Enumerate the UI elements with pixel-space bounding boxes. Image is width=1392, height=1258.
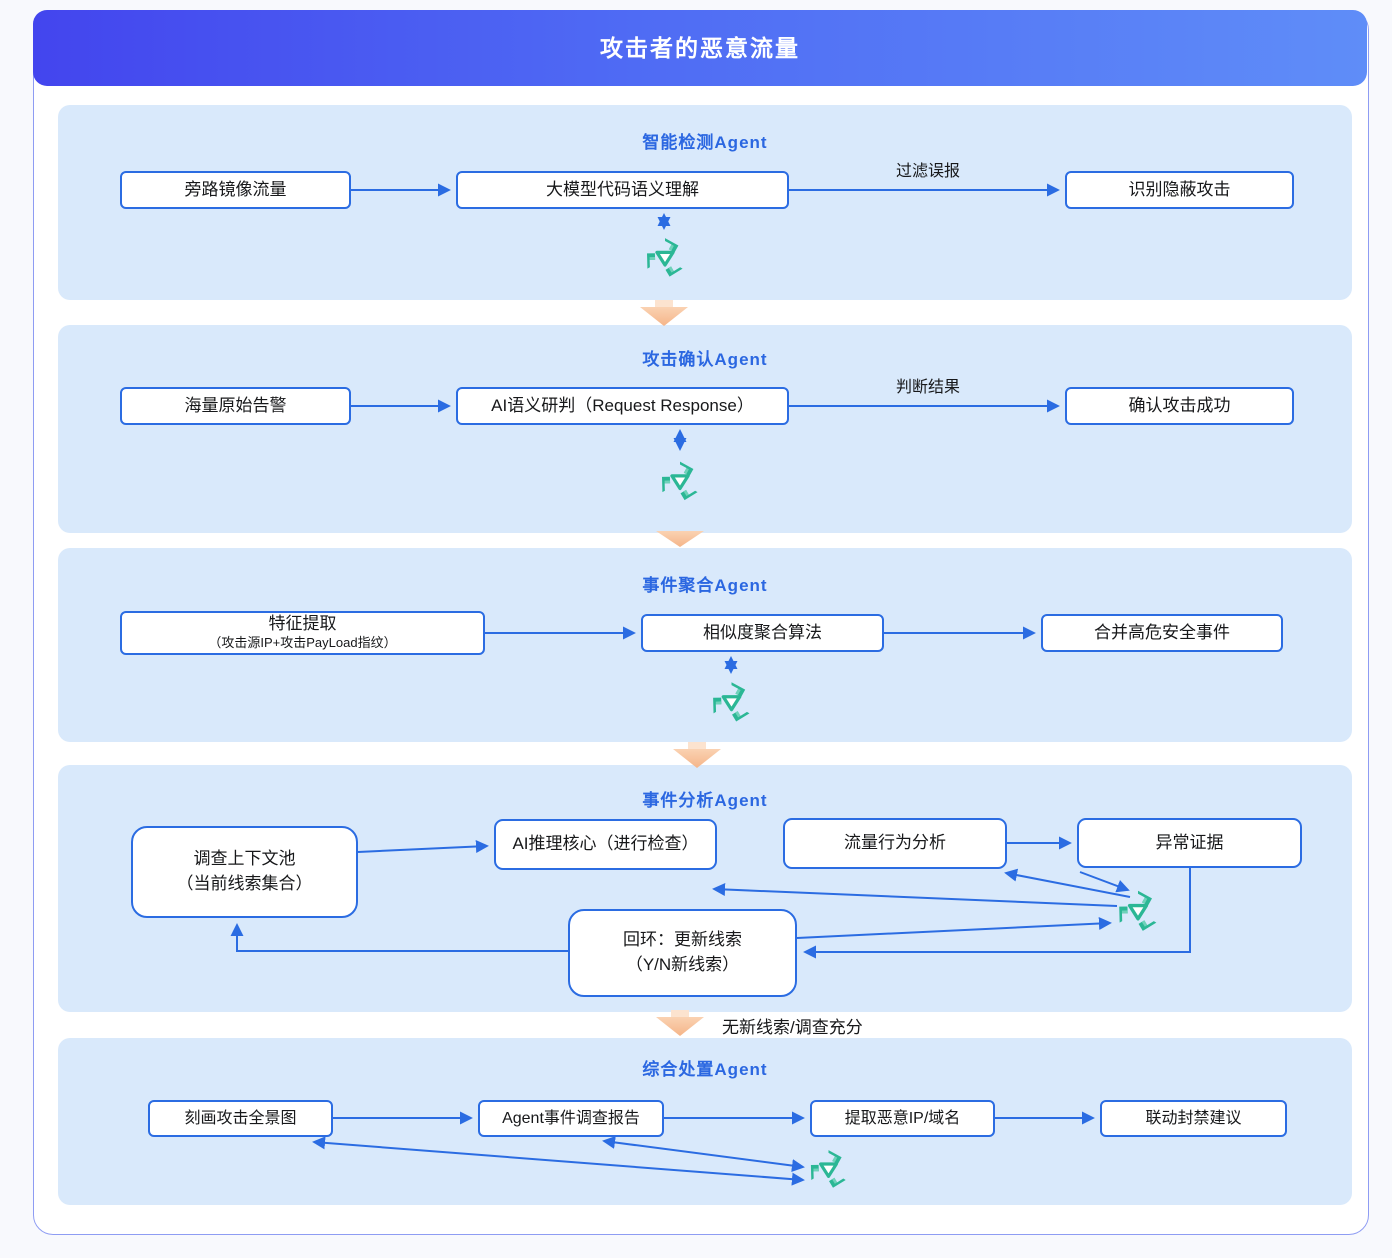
node-bypass-mirror-traffic: 旁路镜像流量: [120, 171, 351, 209]
diagram-header-banner: 攻击者的恶意流量: [33, 10, 1367, 86]
node-identify-hidden-attacks: 识别隐蔽攻击: [1065, 171, 1294, 209]
section-title-confirmation-agent: 攻击确认Agent: [642, 350, 768, 369]
flow-down-arrow-1: [640, 300, 688, 326]
section-title-disposal-agent: 综合处置Agent: [642, 1060, 768, 1079]
node-feature-extraction-label: 特征提取: [268, 614, 337, 634]
node-traffic-behavior-analysis: 流量行为分析: [783, 818, 1007, 869]
flow-arrow-head: [656, 531, 704, 547]
node-llm-code-semantic-understanding: 大模型代码语义理解: [456, 171, 789, 209]
node-agent-incident-report: Agent事件调查报告: [478, 1100, 664, 1137]
node-anomaly-evidence: 异常证据: [1077, 818, 1302, 868]
node-loop-update-clues: 回环：更新线索 （Y/N新线索）: [568, 909, 797, 997]
node-confirm-attack-success: 确认攻击成功: [1065, 387, 1294, 425]
node-feature-extraction-sublabel: （攻击源IP+攻击PayLoad指纹）: [208, 634, 397, 650]
flow-down-arrow-3: [673, 742, 721, 768]
edge-label-filter-false-positives: 过滤误报: [895, 163, 960, 180]
diagram-title: 攻击者的恶意流量: [600, 35, 800, 61]
section-title-analysis-agent: 事件分析Agent: [642, 791, 768, 810]
agent-logo-icon: [806, 1148, 848, 1193]
node-similarity-clustering-algorithm: 相似度聚合算法: [641, 614, 884, 652]
flow-arrow-head: [640, 307, 688, 326]
node-massive-raw-alerts: 海量原始告警: [120, 387, 351, 425]
agent-logo-icon: [1114, 889, 1159, 937]
node-blocking-recommendation: 联动封禁建议: [1100, 1100, 1287, 1137]
flow-down-arrow-4: [656, 1010, 704, 1036]
node-attack-panorama: 刻画攻击全景图: [148, 1100, 333, 1137]
node-loop-update-clues-sublabel: （Y/N新线索）: [625, 955, 740, 974]
flow-arrow-head: [673, 749, 721, 768]
flow-arrow-tail: [655, 300, 673, 307]
section-title-aggregation-agent: 事件聚合Agent: [642, 576, 768, 595]
section-title-detection-agent: 智能检测Agent: [642, 133, 768, 152]
agent-logo-icon: [642, 236, 685, 282]
edge-label-judgment-result: 判断结果: [895, 379, 960, 396]
flow-arrow-tail: [688, 742, 706, 749]
flow-arrow-head: [656, 1017, 704, 1036]
panel-confirmation-agent: [58, 325, 1352, 533]
node-merge-high-risk-events: 合并高危安全事件: [1041, 614, 1283, 652]
agent-logo-icon: [657, 460, 700, 506]
node-investigation-context-pool-sublabel: （当前线索集合）: [176, 874, 313, 893]
node-loop-update-clues-label: 回环：更新线索: [623, 930, 742, 950]
transition-condition-label: 无新线索/调查充分: [722, 1018, 863, 1037]
node-feature-extraction: 特征提取 （攻击源IP+攻击PayLoad指纹）: [120, 611, 485, 655]
flow-arrow-tail: [671, 1010, 689, 1017]
flow-down-arrow-2: [656, 531, 704, 547]
node-ai-reasoning-core: AI推理核心（进行检查）: [494, 819, 717, 870]
node-extract-malicious-ip-domain: 提取恶意IP/域名: [810, 1100, 995, 1137]
agent-logo-icon: [708, 680, 752, 727]
node-investigation-context-pool-label: 调查上下文池: [193, 849, 296, 869]
node-ai-semantic-analysis: AI语义研判（Request Response）: [456, 387, 789, 425]
node-investigation-context-pool: 调查上下文池 （当前线索集合）: [131, 826, 358, 918]
